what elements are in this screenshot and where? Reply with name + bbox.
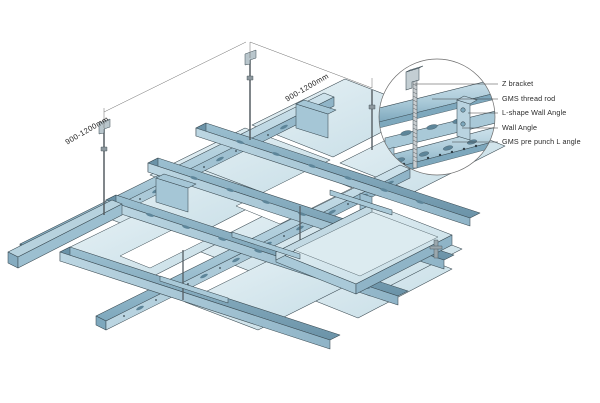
l-shape-upstand-1 xyxy=(155,173,197,213)
detail-l-shape-bracket xyxy=(456,95,478,141)
callout-leaders xyxy=(415,83,498,143)
dimension-leaders xyxy=(103,41,373,128)
detail-circle-group xyxy=(378,58,496,176)
removable-tile-tray xyxy=(275,203,453,295)
hanger-assembly-1 xyxy=(98,118,111,215)
hanger-assembly-3 xyxy=(368,90,376,150)
tray-connector-clip xyxy=(429,239,443,259)
detail-circle-outline xyxy=(378,58,496,176)
callout-label-wallangle: Wall Angle xyxy=(502,123,538,132)
hanger-assembly-2 xyxy=(244,49,257,140)
callout-label-gms-thread-rod: GMS thread rod xyxy=(502,94,556,103)
callout-label-gms-pre-punch: GMS pre punch L angle xyxy=(502,137,581,146)
detail-threaded-rod xyxy=(412,79,418,169)
cross-tee-group xyxy=(159,189,393,304)
z-bracket-1 xyxy=(98,118,111,135)
l-shape-upstand-2 xyxy=(295,99,337,139)
callout-label-z-bracket: Z bracket xyxy=(502,79,534,88)
detail-z-bracket xyxy=(405,65,424,91)
transverse-rail-3 xyxy=(195,122,481,227)
callout-label-l-shape-wallangle: L-shape Wall Angle xyxy=(502,108,567,117)
ceiling-grid-assembly xyxy=(7,49,506,350)
z-bracket-2 xyxy=(244,49,257,66)
wall-angle-left-edge xyxy=(7,199,123,269)
detail-perforations xyxy=(394,139,478,163)
detail-circle-content xyxy=(379,59,495,175)
